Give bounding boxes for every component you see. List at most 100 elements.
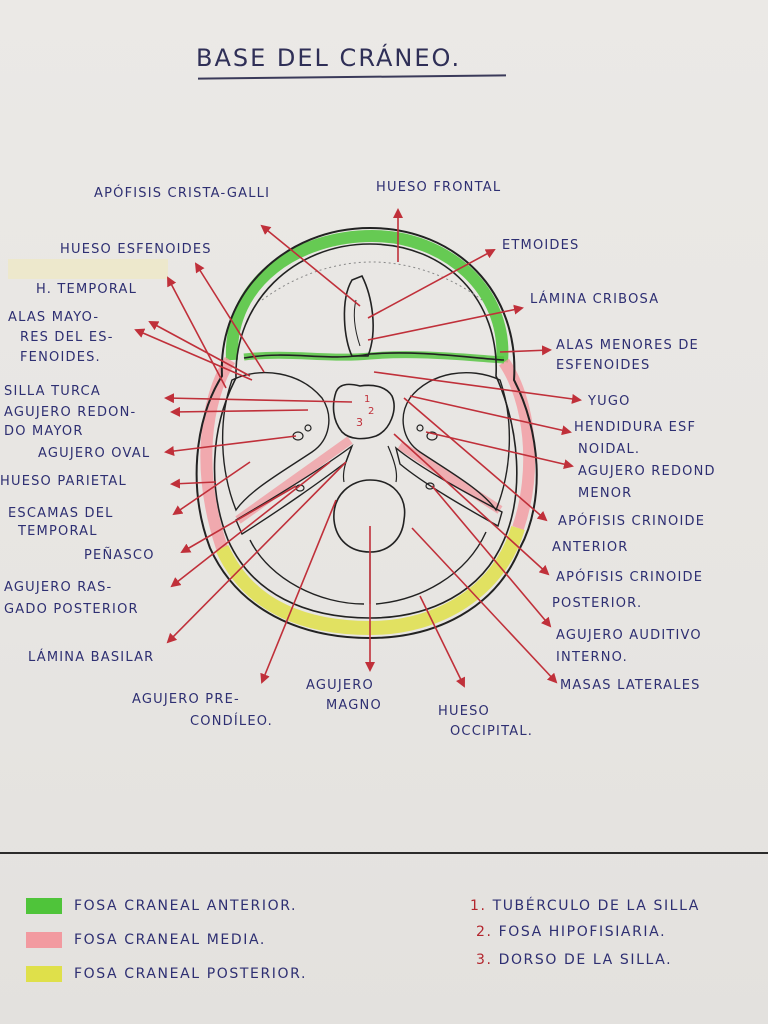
label-agujero-oval: Agujero oval <box>38 446 151 461</box>
arrow-alas-mayores-1 <box>148 321 251 377</box>
arrow-alas-mayores-2 <box>134 328 253 381</box>
note-2: 2. Fosa hipofisiaria. <box>476 924 666 940</box>
label-etmoides: Etmoides <box>502 238 580 253</box>
sella-number-1: 1 <box>364 394 370 405</box>
arrow-apofisis-crinoide-post <box>393 433 550 576</box>
basilar-part <box>342 445 398 483</box>
skull-base-diagram: 1 2 3 <box>134 208 582 688</box>
arrow-masas-laterales <box>411 527 558 684</box>
label-alas-mayores-3: fenoides. <box>20 350 101 365</box>
label-agujero-precondileo-1: Agujero pre- <box>132 692 240 707</box>
middle-fossa-left <box>221 371 330 512</box>
label-agujero-redondo-mayor-1: Agujero redon- <box>4 405 137 420</box>
petrous-ridge-right-band <box>397 441 503 514</box>
label-masas-laterales: Masas laterales <box>560 678 701 693</box>
arrow-crista-galli <box>260 224 361 307</box>
label-hueso-parietal: Hueso parietal <box>0 474 127 489</box>
foramen-magnum <box>333 479 406 553</box>
note-3: 3.Dorso de la silla. <box>476 952 672 968</box>
label-crista-galli: Apófisis crista-galli <box>94 186 271 201</box>
label-hueso-esfenoides: Hueso esfenoides <box>60 242 212 257</box>
label-hendidura-2: noidal. <box>578 442 641 457</box>
note-2-text: Fosa hipofisiaria. <box>498 924 667 940</box>
section-divider <box>0 852 768 854</box>
label-silla-turca: Silla turca <box>4 384 101 399</box>
label-lamina-basilar: Lámina basilar <box>28 650 155 665</box>
legend-item-anterior: Fosa craneal anterior. <box>26 898 297 914</box>
label-agujero-auditivo-1: Agujero auditivo <box>556 628 702 643</box>
label-alas-menores-1: Alas menores de <box>556 338 699 353</box>
arrow-agujero-auditivo <box>431 485 552 628</box>
fossa-media-band-left <box>200 356 236 550</box>
page-title: Base del Cráneo. <box>196 44 462 72</box>
sella-number-2: 2 <box>368 406 374 417</box>
posterior-fossa-left <box>249 539 365 605</box>
legend-swatch-posterior <box>26 966 62 982</box>
arrow-agujero-oval <box>164 435 297 456</box>
label-agujero-magno-2: magno <box>326 698 382 713</box>
arrow-escamas <box>172 461 251 516</box>
arrow-lamina-basilar <box>166 461 347 644</box>
legend-item-posterior: Fosa craneal posterior. <box>26 966 307 982</box>
note-3-text: Dorso de la silla. <box>498 952 673 968</box>
foramen-rotundum-left <box>304 424 312 432</box>
legend-text-posterior: Fosa craneal posterior. <box>74 966 308 982</box>
anterior-fossa-shading <box>261 261 483 301</box>
label-apofisis-crinoide-ant-1: Apófisis crinoide <box>558 514 706 529</box>
label-agujero-rasgado-1: Agujero ras- <box>4 580 113 595</box>
internal-acoustic-right <box>425 482 435 490</box>
label-agujero-redondo-mayor-2: do mayor <box>4 424 84 439</box>
label-alas-mayores-1: Alas mayo- <box>8 310 100 325</box>
label-agujero-redondo-menor-1: Agujero redond <box>578 464 716 479</box>
arrow-alas-menores <box>499 345 552 356</box>
label-agujero-rasgado-2: gado posterior <box>4 602 139 617</box>
crista-galli-detail <box>353 299 361 347</box>
label-agujero-magno-1: Agujero <box>306 678 374 693</box>
label-escamas-2: temporal <box>18 524 98 539</box>
petrous-ridge-right <box>394 446 503 528</box>
label-escamas-1: Escamas del <box>8 506 114 521</box>
arrow-apofisis-crinoide-ant <box>403 397 548 522</box>
fossa-anterior-band <box>225 229 509 363</box>
foramen-oval-right <box>426 431 438 441</box>
label-hueso-occipital-1: Hueso <box>438 704 490 719</box>
label-h-temporal: H. temporal <box>36 282 138 297</box>
foramen-rotundum-right <box>416 424 424 432</box>
fossa-media-band-right <box>498 358 536 530</box>
sella-turcica <box>332 383 395 440</box>
label-agujero-redondo-menor-2: menor <box>578 486 633 501</box>
skull-outline-inner <box>213 243 518 619</box>
label-hueso-occipital-2: occipital. <box>450 724 534 739</box>
label-hendidura-1: Hendidura esf <box>574 420 697 435</box>
arrow-agujero-redondo-mayor <box>170 406 309 417</box>
label-penasco: Peñasco <box>84 548 155 563</box>
arrow-yugo <box>373 371 582 404</box>
legend-swatch-media <box>26 932 62 948</box>
note-1-text: Tubérculo de la silla <box>492 898 700 914</box>
sella-number-3: 3 <box>356 416 363 429</box>
label-agujero-auditivo-2: interno. <box>556 650 628 665</box>
note-2-number: 2. <box>476 924 493 940</box>
arrow-lamina-cribosa <box>367 304 524 341</box>
label-apofisis-crinoide-post-2: posterior. <box>552 596 643 611</box>
label-hueso-frontal: Hueso frontal <box>376 180 502 195</box>
legend-text-media: Fosa craneal media. <box>74 932 266 948</box>
arrow-agujero-redondo-menor <box>425 431 574 470</box>
arrow-penasco <box>180 485 297 554</box>
label-alas-menores-2: esfenoides <box>556 358 651 373</box>
legend-swatch-anterior <box>26 898 62 914</box>
arrow-group <box>134 208 582 688</box>
arrow-hendidura <box>409 395 572 436</box>
arrow-agujero-rasgado <box>170 461 331 588</box>
arrow-hueso-occipital <box>419 595 465 688</box>
lesser-wings-line <box>243 352 505 361</box>
arrow-h-temporal <box>167 276 227 389</box>
crista-galli-shape <box>343 274 374 357</box>
note-1-number: 1. <box>470 898 487 914</box>
legend-text-anterior: Fosa craneal anterior. <box>74 898 298 914</box>
note-1: 1. Tubérculo de la silla <box>470 898 700 914</box>
label-lamina-cribosa: Lámina cribosa <box>530 292 660 307</box>
arrow-agujero-precondileo <box>260 499 337 684</box>
tape-strip <box>8 259 168 279</box>
arrow-hueso-esfenoides <box>194 262 265 373</box>
